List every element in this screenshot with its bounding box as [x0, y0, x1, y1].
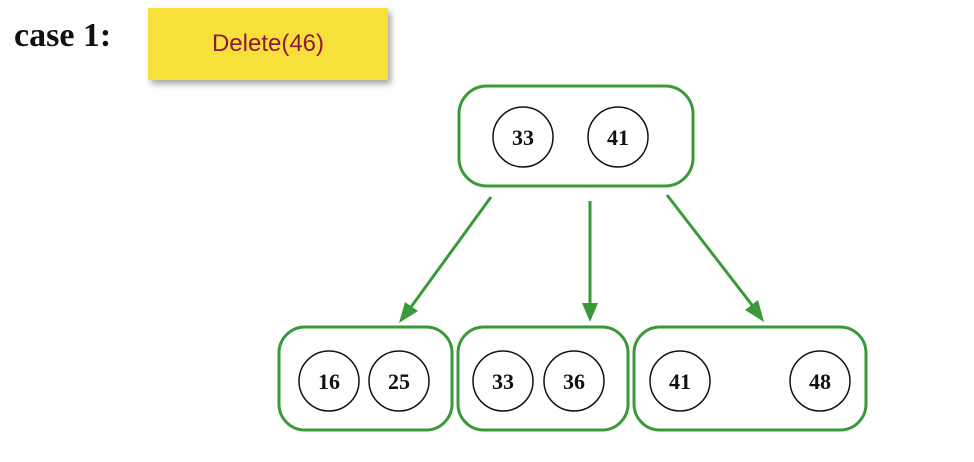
child-left-key-2: 25: [388, 369, 410, 394]
child-node-left: 16 25: [277, 325, 454, 432]
child-right-key-2: 48: [809, 369, 831, 394]
key-circle: [298, 350, 360, 412]
root-node: 33 41: [457, 84, 695, 188]
operation-badge: Delete(46): [148, 8, 388, 80]
key-circle: [587, 106, 649, 168]
root-key-1: 33: [512, 125, 534, 150]
edge-right: [665, 194, 754, 306]
edges: [399, 194, 764, 323]
arrowhead-left: [399, 302, 418, 323]
child-left-key-1: 16: [318, 369, 340, 394]
child-middle-key-2: 36: [563, 369, 585, 394]
child-node-middle: 33 36: [456, 325, 630, 432]
root-key-2: 41: [607, 125, 629, 150]
child-right-key-1: 41: [669, 369, 691, 394]
key-circle: [368, 350, 430, 412]
arrowhead-middle: [582, 303, 598, 322]
key-circle: [649, 350, 711, 412]
key-circle: [472, 350, 534, 412]
key-circle: [789, 350, 851, 412]
arrowhead-right: [745, 300, 764, 322]
edge-left: [409, 196, 493, 308]
case-label: case 1:: [14, 17, 112, 54]
child-middle-key-1: 33: [492, 369, 514, 394]
key-circle: [543, 350, 605, 412]
child-node-right: 41 48: [632, 325, 868, 432]
key-circle: [492, 106, 554, 168]
